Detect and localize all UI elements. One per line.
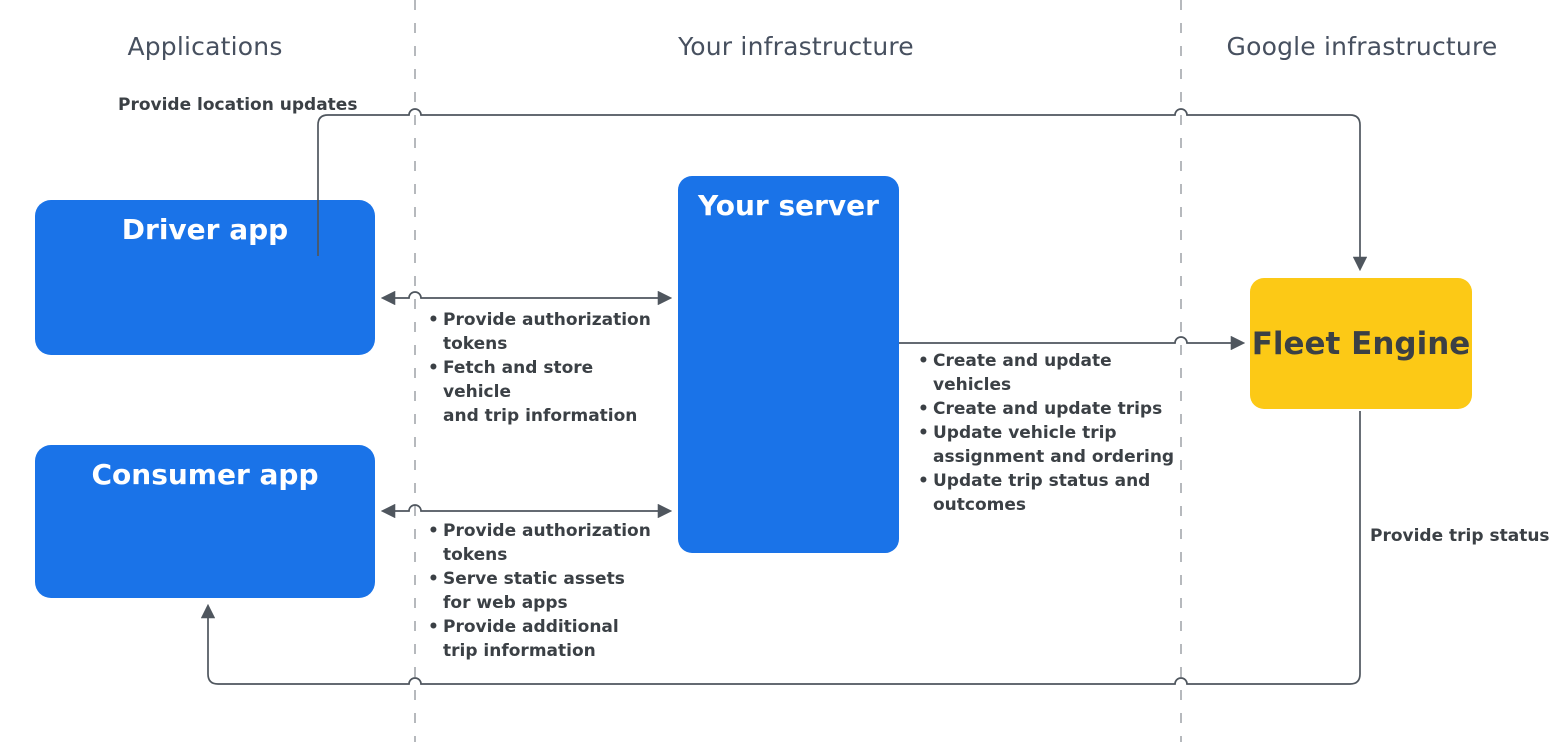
list-line: Serve static assets [443, 569, 625, 589]
list-line: tokens [443, 545, 508, 565]
list-item: Fetch and store vehicle and trip informa… [428, 356, 663, 428]
consumer-app-node: Consumer app [35, 445, 375, 598]
list-line: assignment and ordering [933, 447, 1175, 467]
list-item: Provide additional trip information [428, 615, 663, 663]
list-item: Update trip status and outcomes [918, 469, 1188, 517]
list-item: Update vehicle trip assignment and order… [918, 421, 1188, 469]
consumer-app-title: Consumer app [91, 458, 319, 491]
your-server-title: Your server [698, 189, 879, 222]
edge-list-server-fleet: Create and update vehicles Create and up… [918, 349, 1188, 517]
list-line: Fetch and store vehicle [443, 358, 594, 402]
list-line: Provide additional [443, 617, 619, 637]
driver-app-title: Driver app [121, 213, 289, 246]
list-line: Update vehicle trip [933, 423, 1117, 443]
your-server-node: Your server [678, 176, 899, 553]
list-line: for web apps [443, 593, 568, 613]
list-line: tokens [443, 334, 508, 354]
list-item: Create and update trips [918, 397, 1188, 421]
list-line: and trip information [443, 406, 638, 426]
edge-list-driver-server: Provide authorization tokens Fetch and s… [428, 308, 663, 428]
list-line: Update trip status and [933, 471, 1151, 491]
edge-list-consumer-server: Provide authorization tokens Serve stati… [428, 519, 663, 663]
list-item: Provide authorization tokens [428, 519, 663, 567]
fleet-engine-node: Fleet Engine [1250, 278, 1472, 409]
list-item: Provide authorization tokens [428, 308, 663, 356]
list-line: Provide authorization [443, 521, 651, 541]
driver-app-node: Driver app [35, 200, 375, 355]
edge-server-fleet [899, 335, 1246, 351]
edge-label-provide-location-updates: Provide location updates [118, 95, 358, 115]
list-line: outcomes [933, 495, 1027, 515]
column-header-your-infrastructure: Your infrastructure [678, 32, 914, 61]
column-header-google-infrastructure: Google infrastructure [1226, 32, 1498, 61]
list-line: Create and update trips [933, 399, 1163, 419]
column-header-applications: Applications [127, 32, 283, 61]
list-item: Serve static assets for web apps [428, 567, 663, 615]
edge-driver-server [380, 290, 673, 306]
edge-consumer-server [380, 503, 673, 519]
list-line: Create and update vehicles [933, 351, 1112, 395]
list-line: Provide authorization [443, 310, 651, 330]
list-item: Create and update vehicles [918, 349, 1188, 397]
edge-label-provide-trip-status: Provide trip status [1370, 526, 1550, 546]
list-line: trip information [443, 641, 596, 661]
fleet-engine-title: Fleet Engine [1251, 325, 1471, 362]
